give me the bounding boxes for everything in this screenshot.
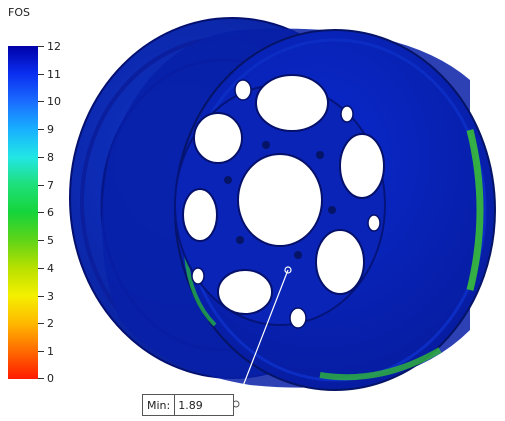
small-hole <box>340 105 354 123</box>
small-hole <box>289 307 307 329</box>
tick-mark <box>38 268 44 269</box>
tick-label: 3 <box>47 290 54 303</box>
tick-mark <box>38 296 44 297</box>
min-probe-callout[interactable]: Min: 1.89 <box>142 394 234 416</box>
probe-label: Min: <box>143 395 176 415</box>
tick-mark <box>38 323 44 324</box>
tick-mark <box>38 74 44 75</box>
bolt <box>294 251 302 259</box>
tick-mark <box>38 46 44 47</box>
tick-label: 4 <box>47 262 54 275</box>
probe-leader-line <box>235 269 289 405</box>
stress-band-left <box>184 254 217 327</box>
tick-mark <box>38 351 44 352</box>
tick-label: 7 <box>47 179 54 192</box>
tick-mark <box>38 157 44 158</box>
tick-mark <box>38 378 44 379</box>
vent-hole <box>255 74 329 132</box>
tick-label: 2 <box>47 317 54 330</box>
tick-mark <box>38 101 44 102</box>
legend-title: FOS <box>8 6 30 19</box>
tick-mark <box>38 212 44 213</box>
vent-hole <box>182 188 218 242</box>
bolt <box>224 176 232 184</box>
bolt <box>328 206 336 214</box>
probe-pin[interactable] <box>284 266 292 274</box>
probe-value: 1.89 <box>178 398 203 412</box>
vent-hole <box>315 229 365 295</box>
stress-band-bottom <box>319 347 442 381</box>
tick-label: 6 <box>47 206 54 219</box>
bolt <box>236 236 244 244</box>
vent-hole <box>339 133 385 199</box>
stress-band-right <box>466 129 484 291</box>
tick-label: 1 <box>47 345 54 358</box>
bolt <box>262 141 270 149</box>
tick-mark <box>38 129 44 130</box>
small-hole <box>234 79 252 101</box>
tick-label: 5 <box>47 234 54 247</box>
tick-label: 12 <box>47 40 61 53</box>
tick-label: 11 <box>47 68 61 81</box>
tick-label: 0 <box>47 372 54 385</box>
vent-hole <box>193 112 243 164</box>
tick-label: 9 <box>47 123 54 136</box>
bolt <box>316 151 324 159</box>
fos-color-scale <box>8 46 38 379</box>
tick-label: 10 <box>47 95 61 108</box>
small-hole <box>367 214 381 232</box>
tick-label: 8 <box>47 151 54 164</box>
tick-mark <box>38 185 44 186</box>
small-hole <box>191 267 205 285</box>
probe-anchor[interactable] <box>232 400 240 408</box>
tick-mark <box>38 240 44 241</box>
vent-hole <box>217 269 273 315</box>
center-bore <box>237 153 323 247</box>
